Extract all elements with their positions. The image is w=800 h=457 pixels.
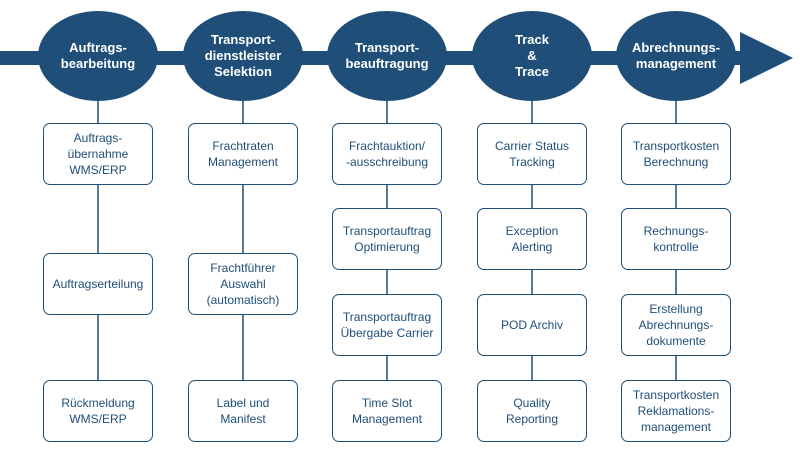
step-box-3-3: Transportauftrag Übergabe Carrier bbox=[332, 294, 442, 356]
phase-label-5: Abrechnungs- management bbox=[631, 40, 721, 71]
step-box-2-3: Label und Manifest bbox=[188, 380, 298, 442]
phase-ellipse-4 bbox=[472, 11, 592, 101]
step-box-5-3: Erstellung Abrechnungs- dokumente bbox=[621, 294, 731, 356]
step-box-2-2: Frachtführer Auswahl (automatisch) bbox=[188, 253, 298, 315]
step-box-3-1: Frachtauktion/ -ausschreibung bbox=[332, 123, 442, 185]
step-box-5-4: Transportkosten Reklamations- management bbox=[621, 380, 731, 442]
step-box-2-1: Frachtraten Management bbox=[188, 123, 298, 185]
step-box-1-2: Auftragserteilung bbox=[43, 253, 153, 315]
step-box-4-2: Exception Alerting bbox=[477, 208, 587, 270]
step-box-1-1: Auftrags- übernahme WMS/ERP bbox=[43, 123, 153, 185]
step-box-1-3: Rückmeldung WMS/ERP bbox=[43, 380, 153, 442]
phase-label-3: Transport- beauftragung bbox=[345, 40, 429, 71]
step-box-4-4: Quality Reporting bbox=[477, 380, 587, 442]
phase-label-4: Track & Trace bbox=[515, 32, 549, 79]
process-arrow-head bbox=[740, 32, 793, 84]
phase-ellipse-2 bbox=[183, 11, 303, 101]
phase-label-2: Transport- dienstleister Selektion bbox=[204, 32, 282, 79]
step-box-3-2: Transportauftrag Optimierung bbox=[332, 208, 442, 270]
phase-label-1: Auftrags- bearbeitung bbox=[60, 40, 136, 71]
step-box-3-4: Time Slot Management bbox=[332, 380, 442, 442]
step-box-5-1: Transportkosten Berechnung bbox=[621, 123, 731, 185]
step-box-4-3: POD Archiv bbox=[477, 294, 587, 356]
step-box-5-2: Rechnungs- kontrolle bbox=[621, 208, 731, 270]
phase-ellipse-5 bbox=[616, 11, 736, 101]
step-box-4-1: Carrier Status Tracking bbox=[477, 123, 587, 185]
phase-ellipse-1 bbox=[38, 11, 158, 101]
phase-ellipse-3 bbox=[327, 11, 447, 101]
